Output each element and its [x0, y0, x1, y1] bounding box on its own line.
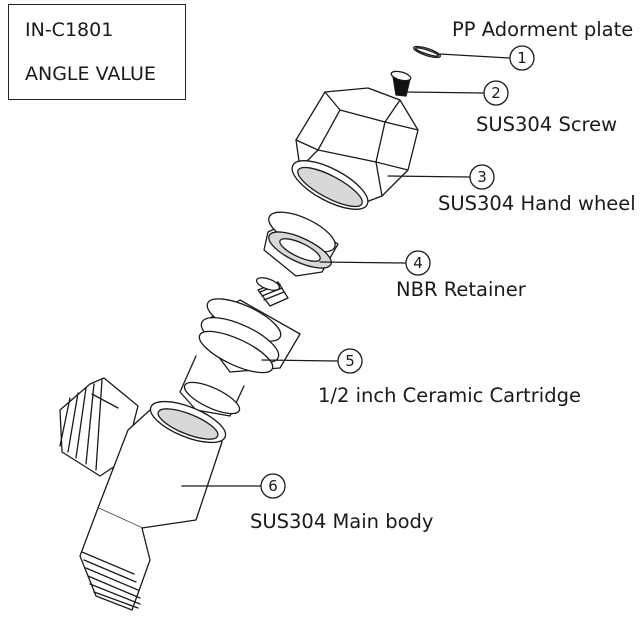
number-circles [260, 45, 535, 499]
adornment-plate-part [412, 45, 442, 59]
callout-circle-6 [260, 473, 286, 499]
screw-part [390, 70, 412, 97]
label-adornment-plate: PP Adorment plate [452, 18, 634, 41]
callout-circle-3 [469, 164, 495, 190]
cartridge-part [179, 277, 301, 417]
label-main-body: SUS304 Main body [250, 510, 434, 533]
callout-number-5: 5 [345, 352, 355, 370]
label-hand-wheel: SUS304 Hand wheel [438, 192, 636, 215]
product-name: ANGLE VALUE [25, 63, 156, 85]
label-retainer: NBR Retainer [396, 278, 526, 301]
retainer-part [263, 211, 339, 277]
model-code: IN-C1801 [25, 19, 114, 41]
callout-circle-5 [337, 348, 363, 374]
callout-number-6: 6 [268, 477, 278, 495]
callout-number-3: 3 [477, 168, 487, 186]
title-box: IN-C1801 ANGLE VALUE [8, 4, 186, 100]
label-cartridge: 1/2 inch Ceramic Cartridge [318, 384, 581, 407]
label-screw: SUS304 Screw [476, 113, 618, 136]
hand-wheel-part [291, 87, 419, 210]
callout-circle-1 [509, 45, 535, 71]
callout-number-1: 1 [517, 49, 527, 67]
main-body-part [59, 377, 227, 611]
callout-circle-4 [405, 250, 431, 276]
callout-number-2: 2 [491, 84, 501, 102]
callout-circle-2 [483, 80, 509, 106]
callout-number-4: 4 [413, 254, 423, 272]
leader-lines [181, 53, 510, 487]
